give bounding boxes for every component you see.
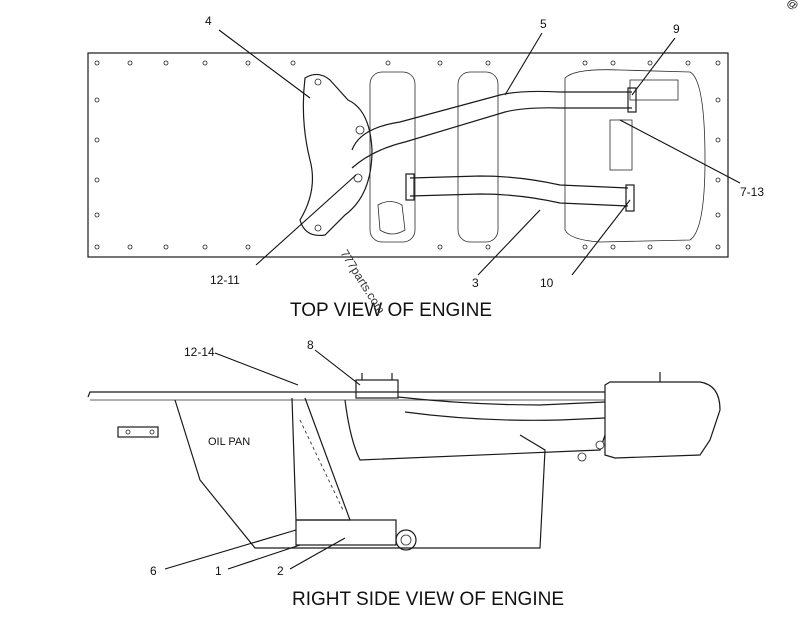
pump-base bbox=[295, 519, 397, 546]
top-view bbox=[87, 52, 729, 258]
callout-1: 1 bbox=[215, 564, 222, 578]
sump-window-right bbox=[457, 71, 499, 243]
side-flange-line bbox=[87, 391, 605, 398]
sump-window-left bbox=[369, 71, 416, 243]
callout-8: 8 bbox=[307, 338, 314, 352]
side-view-title: RIGHT SIDE VIEW OF ENGINE bbox=[292, 589, 564, 610]
callout-3: 3 bbox=[472, 276, 479, 290]
top-view-title: TOP VIEW OF ENGINE bbox=[290, 300, 492, 321]
flange-bolts bbox=[94, 60, 721, 250]
tube-3-upper-edge bbox=[409, 175, 629, 189]
callout-5: 5 bbox=[540, 17, 547, 31]
callout-4: 4 bbox=[205, 14, 212, 28]
top-pan-flange bbox=[87, 52, 729, 258]
leader-lines bbox=[164, 29, 741, 570]
rear-pump-housing bbox=[604, 381, 721, 459]
pump-bracket bbox=[299, 73, 373, 237]
callout-10: 10 bbox=[540, 276, 554, 290]
corner-mark: @ bbox=[784, 0, 800, 13]
side-view bbox=[87, 372, 721, 551]
callout-6: 6 bbox=[150, 564, 157, 578]
tube-3-lower-edge bbox=[409, 193, 629, 207]
callout-9: 9 bbox=[673, 22, 680, 36]
oil-pan-body bbox=[174, 399, 546, 549]
callout-2: 2 bbox=[277, 564, 284, 578]
tube-5-lower-edge bbox=[351, 107, 632, 169]
clamp-bracket bbox=[355, 379, 399, 399]
callout-7-13: 7-13 bbox=[740, 185, 764, 199]
oil-pan-label: OIL PAN bbox=[208, 436, 250, 448]
callout-12-14: 12-14 bbox=[184, 345, 215, 359]
tube-5-upper-edge bbox=[351, 90, 632, 151]
rear-housing bbox=[564, 69, 706, 243]
callout-labels: 4 5 9 7-13 10 3 12-11 12-14 8 6 1 2 bbox=[150, 14, 764, 578]
callout-12-11: 12-11 bbox=[210, 273, 240, 287]
pickup-bracket bbox=[291, 397, 351, 521]
